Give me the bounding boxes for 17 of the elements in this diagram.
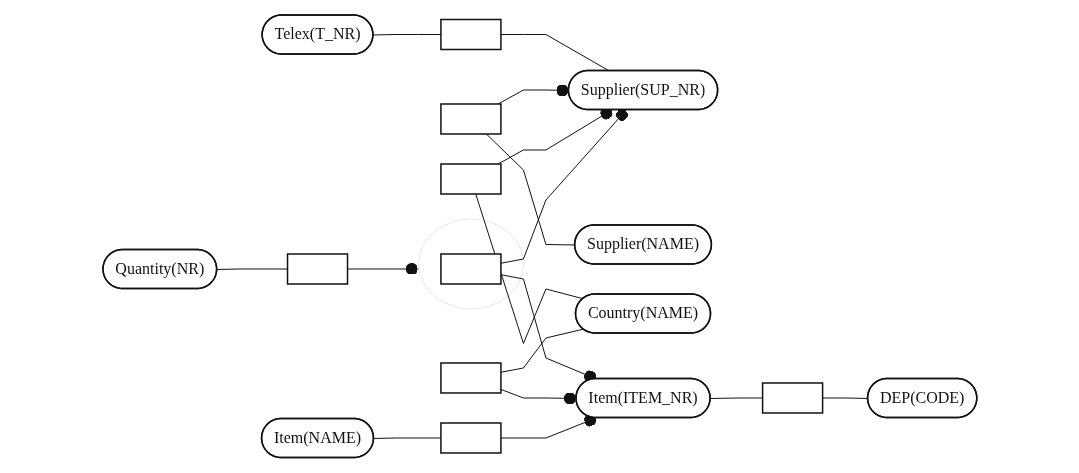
connector xyxy=(474,193,584,345)
node-box xyxy=(439,103,502,135)
node-box xyxy=(439,253,502,285)
connector xyxy=(500,328,584,373)
connector xyxy=(500,389,577,405)
node-box xyxy=(439,163,502,195)
connector xyxy=(500,274,597,383)
node-box xyxy=(761,382,823,414)
connector xyxy=(709,397,763,400)
node-box xyxy=(439,19,502,51)
node-box xyxy=(439,362,502,394)
node-box xyxy=(439,422,502,454)
connector xyxy=(216,268,288,271)
connector xyxy=(500,109,628,265)
node-box xyxy=(286,253,348,285)
connector xyxy=(500,34,610,72)
connector xyxy=(500,414,597,439)
